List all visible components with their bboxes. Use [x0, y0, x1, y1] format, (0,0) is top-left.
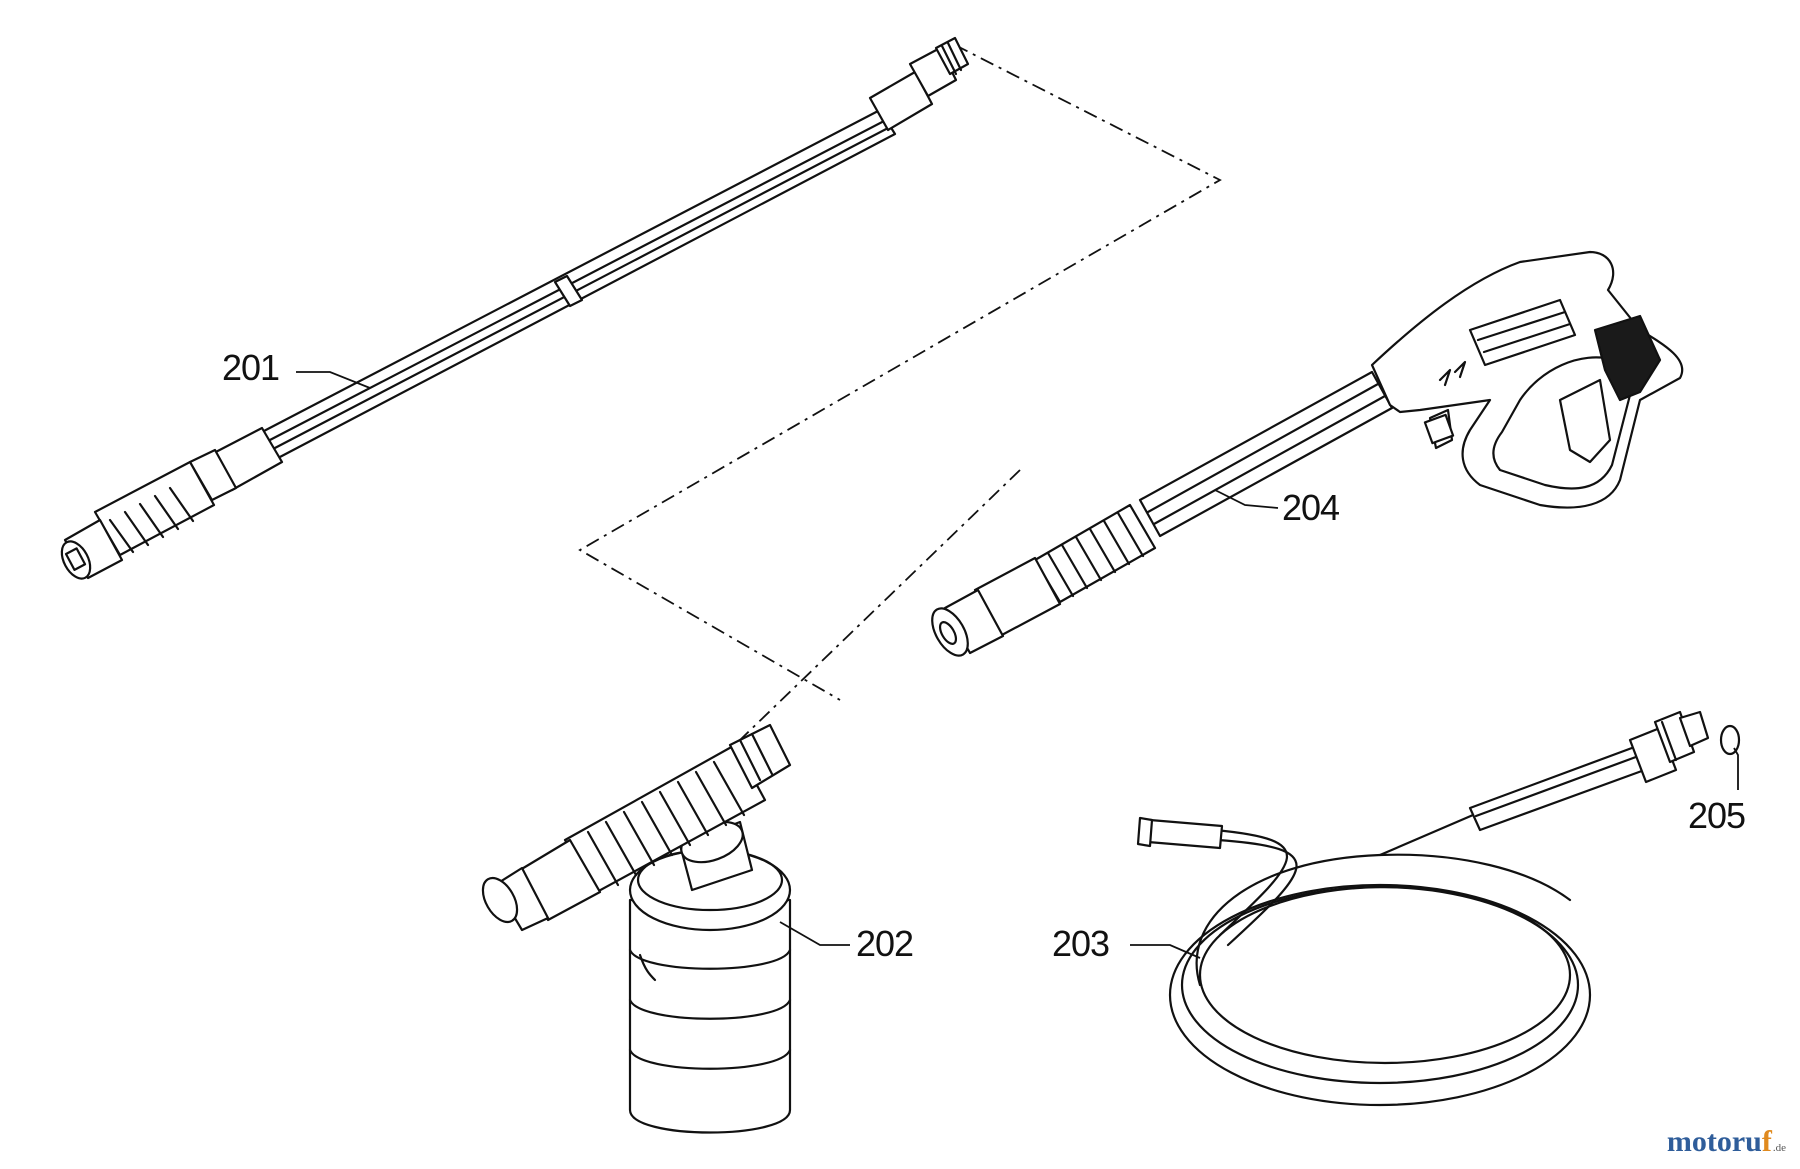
- leader-203: [1130, 944, 1201, 959]
- watermark-brand-f: f: [1761, 1125, 1772, 1158]
- watermark-tld: .de: [1772, 1142, 1786, 1154]
- callout-202: 202: [856, 923, 914, 964]
- motoruf-watermark: motoruf.de: [1667, 1127, 1786, 1157]
- hose-203: [1136, 710, 1710, 1107]
- spray-gun-204: [931, 250, 1684, 657]
- lance-201: [60, 36, 970, 580]
- callout-205: 205: [1688, 795, 1746, 836]
- o-ring-205: [1719, 724, 1741, 756]
- leader-202: [779, 921, 850, 946]
- assembly-guide-line: [578, 44, 1222, 701]
- leader-205: [1733, 747, 1739, 790]
- assembly-guide-line-2: [739, 469, 1021, 741]
- leader-204: [1214, 489, 1279, 509]
- callout-204: 204: [1282, 487, 1340, 528]
- foam-bottle-202: [481, 723, 792, 1134]
- leader-201: [296, 371, 371, 389]
- callout-201: 201: [222, 347, 280, 388]
- callout-203: 203: [1052, 923, 1110, 964]
- watermark-brand: motoru: [1666, 1125, 1762, 1158]
